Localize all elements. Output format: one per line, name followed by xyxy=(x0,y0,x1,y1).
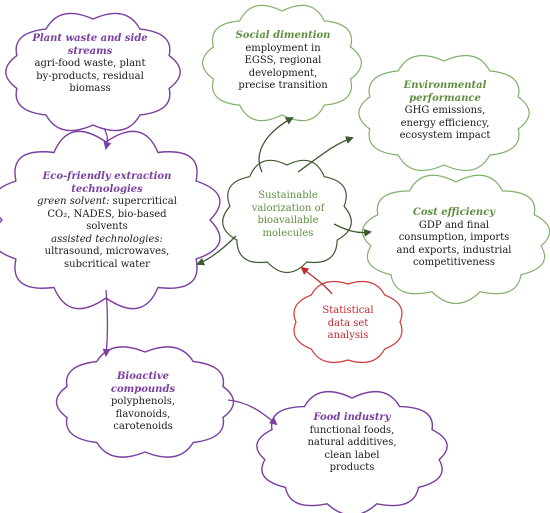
cost-text: Cost efficiency GDP and final consumptio… xyxy=(384,207,524,270)
cloud-bioactive xyxy=(55,346,235,458)
cost-body-3: and exports, industrial xyxy=(396,244,512,256)
bioactive-title-1: Bioactive xyxy=(116,371,170,382)
green-solvent-rest: supercritical xyxy=(109,196,177,207)
cost-body-4: competitiveness xyxy=(412,257,496,268)
social-body-2: EGSS, regional xyxy=(244,55,322,66)
food-industry-body-4: products xyxy=(329,462,375,473)
plant-waste-title-2: streams xyxy=(67,45,113,57)
social-body-1: employment in xyxy=(245,42,321,54)
statistical-body-2: data set xyxy=(327,317,369,329)
green-solvent-label: green solvent: xyxy=(37,196,110,207)
extraction-title-1: Eco-friendly extraction xyxy=(42,171,172,182)
plant-waste-body-2: by-products, residual xyxy=(36,70,144,82)
extraction-line-3: solvents xyxy=(86,221,128,232)
food-industry-body-3: clean label xyxy=(324,449,380,461)
statistical-body-3: analysis xyxy=(327,330,369,341)
central-body-4: molecules xyxy=(262,227,314,239)
plant-waste-body-3: biomass xyxy=(69,83,111,94)
cost-title: Cost efficiency xyxy=(412,207,496,218)
cost-body-2: consumption, imports xyxy=(398,232,510,243)
arrow-central-to-social xyxy=(258,117,294,173)
extraction-line-2: CO₂, NADES, bio-based xyxy=(47,208,167,220)
cloud-environmental xyxy=(358,54,530,172)
arrow-statistical-to-central xyxy=(300,266,333,295)
central-body-3: bioavailable xyxy=(257,215,319,226)
arrow-extraction-to-bioactive xyxy=(102,289,111,357)
plant-waste-body-1: agri-food waste, plant xyxy=(34,58,146,69)
social-text: Social dimention employment in EGSS, reg… xyxy=(226,30,340,93)
arrow-central-to-cost xyxy=(333,223,372,237)
environmental-title-2: performance xyxy=(409,92,481,104)
social-title: Social dimention xyxy=(235,30,331,41)
environmental-title-1: Environmental xyxy=(403,80,487,91)
cloud-central xyxy=(222,159,352,274)
environmental-body-2: energy efficiency, xyxy=(400,117,490,129)
central-text: Sustainable valorization of bioavailable… xyxy=(238,190,338,240)
food-industry-body-2: natural additives, xyxy=(307,437,397,448)
bioactive-body-1: polyphenols, xyxy=(111,396,175,407)
extraction-title-2: technologies xyxy=(71,183,143,195)
cloud-social xyxy=(202,4,362,122)
cloud-statistical xyxy=(293,280,403,364)
extraction-line-1: green solvent: supercritical xyxy=(12,196,202,209)
bioactive-body-2: flavonoids, xyxy=(115,408,171,420)
cloud-plant-waste xyxy=(5,12,181,132)
cloud-food-industry xyxy=(256,390,448,513)
bioactive-body-3: carotenoids xyxy=(113,421,173,432)
extraction-text: Eco-friendly extraction technologies gre… xyxy=(12,171,202,271)
social-body-4: precise transition xyxy=(238,80,328,91)
arrow-central-to-environmental xyxy=(297,136,354,173)
social-body-3: development, xyxy=(248,67,318,79)
arrow-bioactive-to-food xyxy=(227,399,278,426)
central-body-1: Sustainable xyxy=(258,190,318,201)
environmental-text: Environmental performance GHG emissions,… xyxy=(380,80,510,143)
cost-body-1: GDP and final xyxy=(418,219,490,231)
statistical-text: Statistical data set analysis xyxy=(310,305,386,343)
food-industry-text: Food industry functional foods, natural … xyxy=(292,412,412,475)
arrow-central-to-extraction xyxy=(196,235,237,266)
food-industry-body-1: functional foods, xyxy=(309,424,395,436)
environmental-body-1: GHG emissions, xyxy=(404,105,486,116)
arrow-plant-to-extraction xyxy=(103,127,112,150)
assisted-label: assisted technologies: xyxy=(51,233,163,245)
extraction-line-6: subcritical water xyxy=(64,258,150,270)
extraction-line-5: ultrasound, microwaves, xyxy=(44,246,170,257)
bioactive-title-2: compounds xyxy=(110,383,176,395)
cloud-cost xyxy=(361,174,550,305)
plant-waste-text: Plant waste and side streams agri-food w… xyxy=(20,33,160,96)
plant-waste-title-1: Plant waste and side xyxy=(32,33,148,44)
central-body-2: valorization of xyxy=(251,202,325,214)
statistical-body-1: Statistical xyxy=(322,305,374,316)
food-industry-title: Food industry xyxy=(313,412,391,423)
environmental-body-3: ecosystem impact xyxy=(399,130,491,141)
bioactive-text: Bioactive compounds polyphenols, flavono… xyxy=(88,371,198,434)
